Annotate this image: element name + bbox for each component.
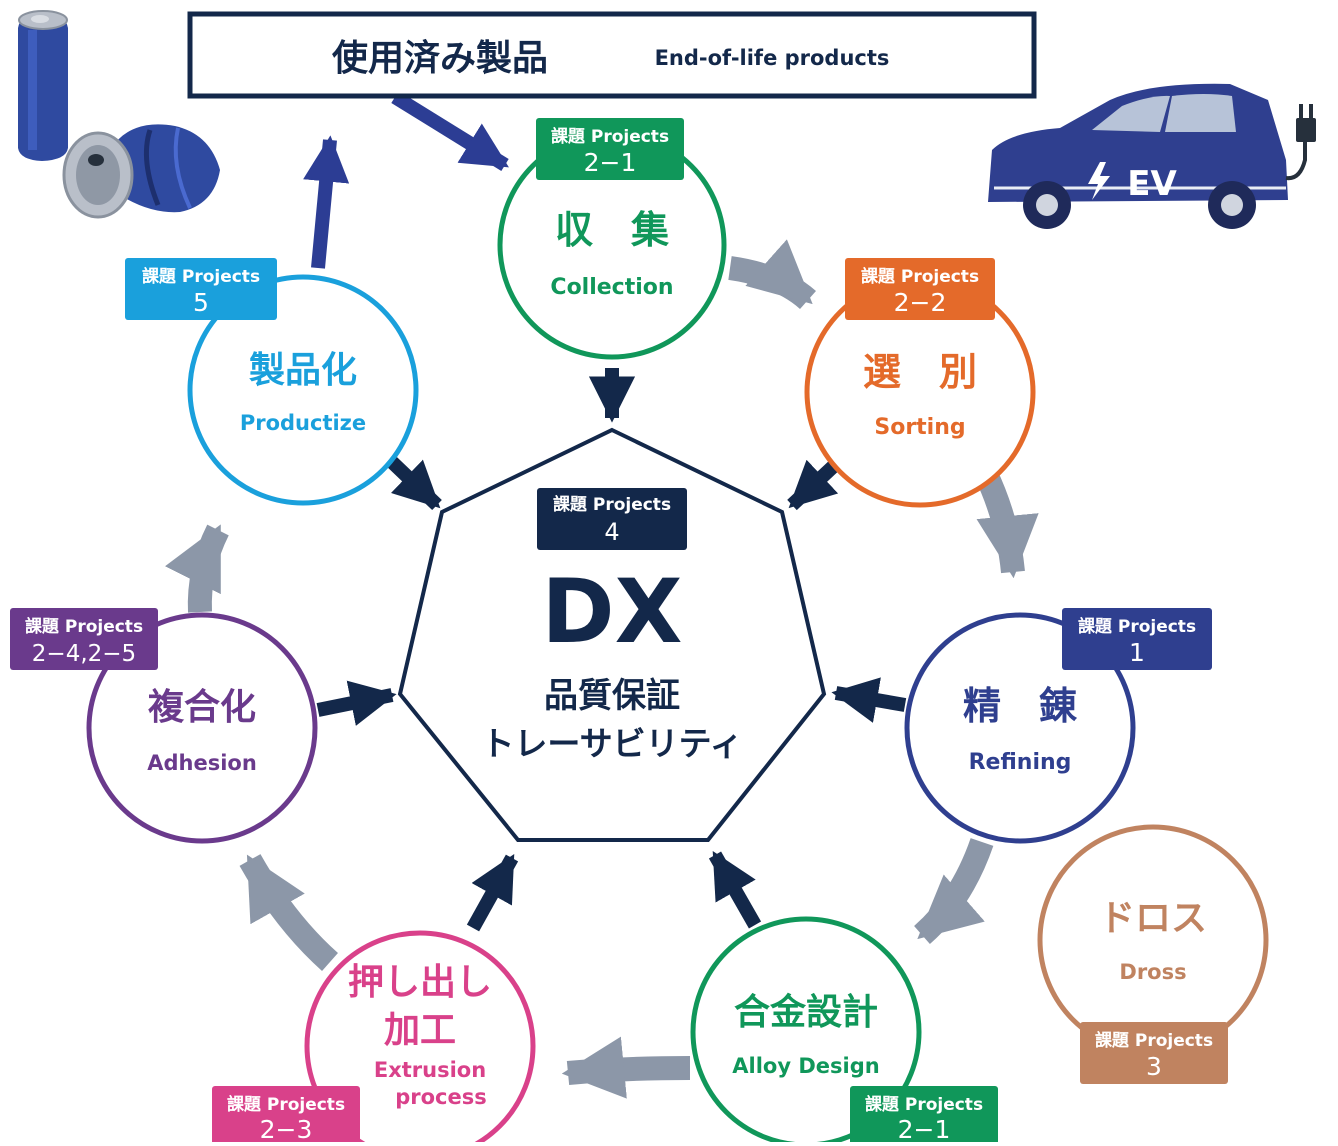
arrow-products-to-collection [391, 91, 509, 171]
adhesion-badge [10, 608, 158, 670]
arrow-sorting-to-refining [974, 466, 1039, 579]
arrow-productize-to-dx [387, 456, 442, 511]
electric-car-icon: EV [988, 83, 1316, 229]
adhesion-ja: 複合化 [148, 687, 256, 728]
alloy-badge-number: 2−1 [898, 1115, 951, 1142]
dross-badge-number: 3 [1146, 1052, 1162, 1081]
dross-badge-label: 課題 Projects [1095, 1030, 1213, 1051]
extrusion-badge [212, 1086, 360, 1146]
arrow-refining-to-dx [831, 677, 907, 723]
lightning-icon [1088, 162, 1110, 200]
extrusion-en1: Extrusion [374, 1058, 486, 1082]
ev-label: EV [1127, 164, 1177, 204]
center-badge [537, 488, 687, 550]
header-title-en: End-of-life products [655, 46, 890, 70]
arrow-extrusion-to-dx [466, 853, 519, 932]
alloy-badge-label: 課題 Projects [865, 1094, 983, 1115]
node-extrusion: 押し出し 加工 Extrusion process 課題 Projects 2−… [212, 930, 536, 1146]
adhesion-badge-number: 2−4,2−5 [32, 641, 136, 667]
center-line1: 品質保証 [544, 676, 680, 716]
node-refining: 精 錬 Refining 課題 Projects 1 [904, 608, 1212, 844]
extrusion-ja1: 押し出し [348, 962, 492, 1003]
collection-badge [536, 118, 684, 180]
plug-icon [1285, 104, 1316, 181]
collection-badge-label: 課題 Projects [551, 126, 669, 147]
refining-badge-label: 課題 Projects [1078, 616, 1196, 637]
header-box: 使用済み製品 End-of-life products [187, 11, 1037, 99]
arrow-adhesion-to-dx [316, 680, 397, 726]
sorting-badge-label: 課題 Projects [861, 266, 979, 287]
node-alloy: 合金設計 Alloy Design 課題 Projects 2−1 [690, 916, 998, 1146]
extrusion-badge-label: 課題 Projects [227, 1094, 345, 1115]
center-line2: トレーサビリティ [481, 724, 742, 763]
sorting-badge-number: 2−2 [894, 288, 947, 317]
center-title: DX [542, 560, 683, 663]
extrusion-ja2: 加工 [384, 1010, 456, 1051]
node-productize: 製品化 Productize 課題 Projects 5 [125, 258, 419, 506]
header-title-ja: 使用済み製品 [332, 38, 548, 79]
arrow-alloy-to-extrusion [561, 1036, 691, 1099]
adhesion-badge-label: 課題 Projects [25, 616, 143, 637]
productize-en: Productize [240, 411, 366, 435]
node-sorting: 選 別 Sorting 課題 Projects 2−2 [804, 258, 1036, 508]
productize-badge [125, 258, 277, 320]
extrusion-en2: process [395, 1085, 487, 1109]
dross-badge [1080, 1022, 1228, 1084]
arrow-refining-to-alloy [913, 837, 994, 945]
adhesion-en: Adhesion [147, 751, 257, 775]
collection-badge-number: 2−1 [584, 148, 637, 177]
refining-ja: 精 錬 [963, 684, 1078, 728]
arrow-sorting-to-dx [787, 456, 843, 511]
arrow-productize-to-products [303, 135, 350, 269]
dx-center: 課題 Projects 4 DX 品質保証 トレーサビリティ [397, 427, 827, 842]
arrow-extrusion-to-adhesion [239, 854, 339, 971]
productize-badge-label: 課題 Projects [142, 266, 260, 287]
productize-ja: 製品化 [249, 350, 357, 391]
aluminum-can-icon [18, 10, 220, 219]
collection-ja: 収 集 [555, 208, 669, 252]
center-badge-number: 4 [604, 518, 619, 546]
flow-arrows [303, 91, 509, 269]
extrusion-badge-number: 2−3 [260, 1115, 313, 1142]
alloy-en: Alloy Design [732, 1054, 879, 1078]
productize-badge-number: 5 [193, 288, 209, 317]
refining-en: Refining [969, 750, 1072, 775]
refining-badge-number: 1 [1129, 638, 1145, 667]
sorting-badge [845, 258, 995, 320]
sorting-en: Sorting [874, 415, 965, 440]
node-dross: ドロス Dross 課題 Projects 3 [1037, 824, 1269, 1084]
dross-ja: ドロス [1099, 898, 1207, 939]
alloy-badge [850, 1086, 998, 1146]
alloy-ja: 合金設計 [734, 991, 878, 1033]
node-collection: 収 集 Collection 課題 Projects 2−1 [497, 118, 727, 360]
node-adhesion: 複合化 Adhesion 課題 Projects 2−4,2−5 [10, 608, 318, 844]
dross-en: Dross [1119, 960, 1186, 984]
sorting-ja: 選 別 [863, 350, 977, 394]
arrow-collection-to-sorting [728, 239, 816, 310]
center-badge-label: 課題 Projects [553, 494, 671, 515]
arrow-alloy-to-dx [708, 850, 762, 929]
collection-en: Collection [550, 275, 673, 300]
dx-arrows [316, 368, 907, 932]
arrow-adhesion-to-productize [164, 524, 229, 613]
refining-badge [1062, 608, 1212, 670]
